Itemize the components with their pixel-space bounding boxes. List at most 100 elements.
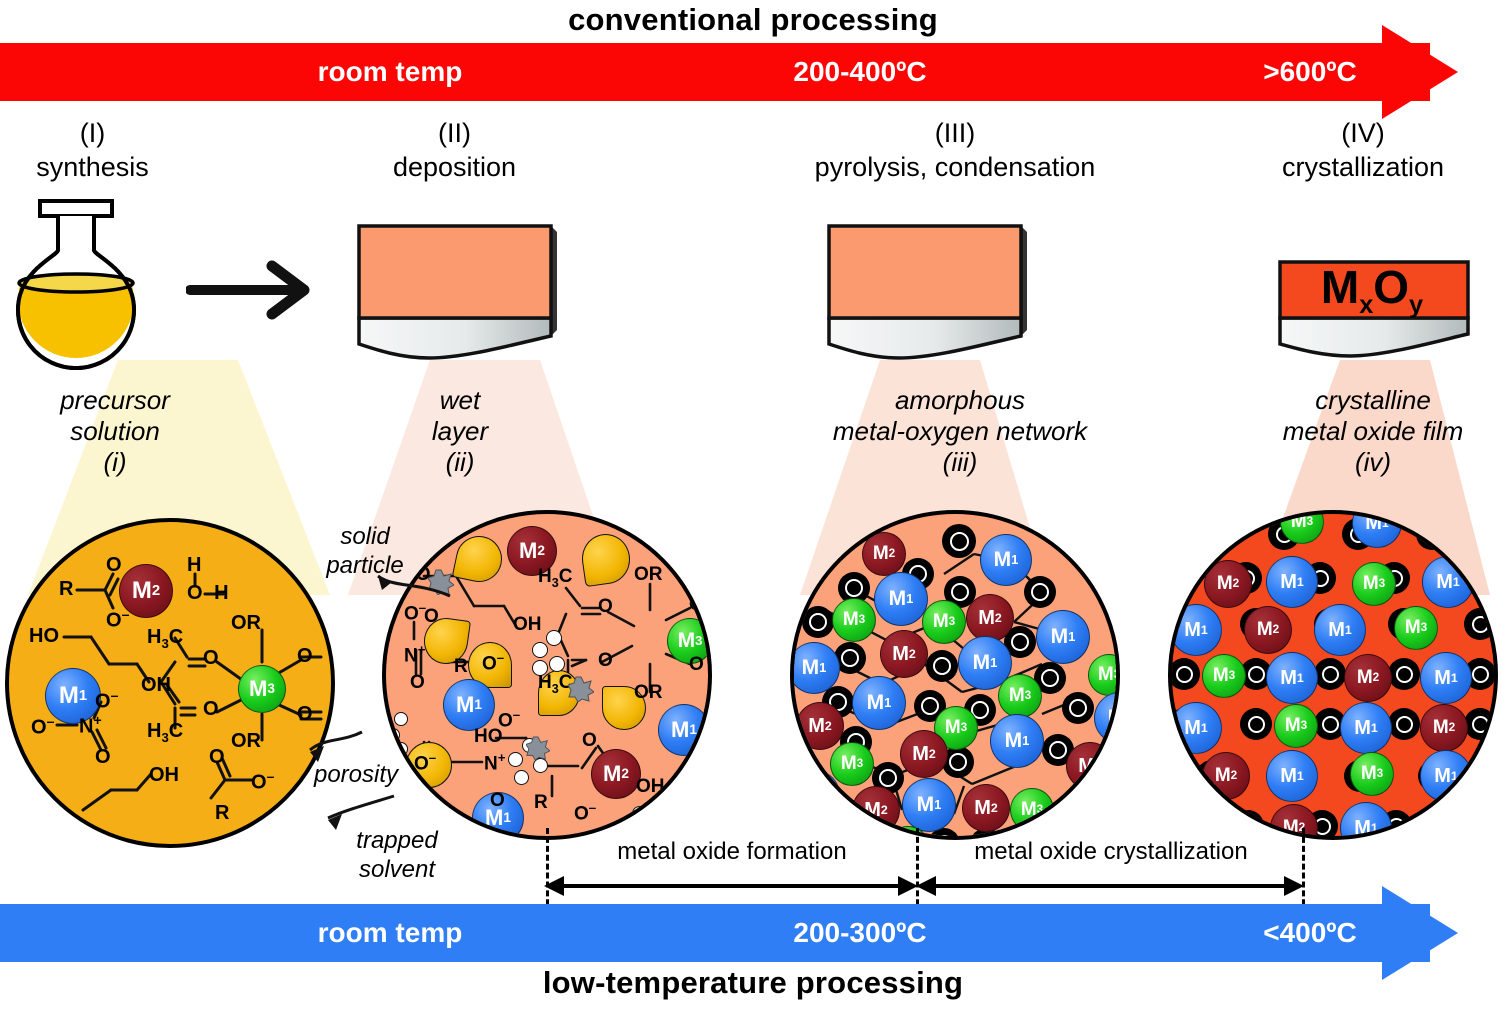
sphere-sub: 3 <box>267 681 275 697</box>
sphere-sub: 1 <box>689 722 697 738</box>
pore-bubble <box>508 752 523 767</box>
sphere-sub: 1 <box>474 697 482 713</box>
sphere-label: M <box>1008 685 1025 706</box>
pore-bubble <box>394 742 408 756</box>
sphere-label: M <box>485 805 504 830</box>
chem-H3C-2a: H3C <box>538 566 573 590</box>
sphere-label: M <box>866 691 885 714</box>
chem-OR-2: OR <box>231 730 261 752</box>
sphere-label: M <box>972 651 991 674</box>
chem-Ominus-2d: O– <box>414 750 437 775</box>
chem-O-2b: O <box>410 672 425 693</box>
chem-skeleton-1 <box>55 572 323 812</box>
caption-2-line1: wet <box>439 385 481 415</box>
sphere-label: M <box>1184 716 1201 739</box>
sphere-sub: 3 <box>856 757 864 771</box>
sphere-sub: 1 <box>1370 820 1378 835</box>
sphere-sub: 2 <box>888 547 896 561</box>
sphere-label: M <box>1354 716 1371 739</box>
sphere-label: M <box>58 682 79 709</box>
pore-bubble <box>514 770 529 785</box>
solid-particle-icon <box>526 736 550 760</box>
caption-1-line2: solution <box>70 416 160 446</box>
chem-H3C-1: H3C <box>147 626 184 651</box>
caption-2-line2: layer <box>431 416 489 446</box>
sphere-label: M <box>1365 511 1382 534</box>
sphere-sub: 2 <box>1372 671 1380 685</box>
sphere-sub: 2 <box>1094 758 1102 773</box>
chem-Ominus-nitrate-2: O– <box>31 713 55 739</box>
measure-label-formation: metal oxide formation <box>617 838 847 865</box>
oxygen-node <box>1172 658 1200 690</box>
bottom-temp-label-2: 200-300ºC <box>793 917 927 948</box>
sphere-sub: 1 <box>1344 622 1352 637</box>
solvent-droplet <box>602 686 646 730</box>
sphere-label: M <box>1436 570 1453 593</box>
solid-particle-icon <box>568 676 594 702</box>
sphere-sub: 3 <box>858 613 866 627</box>
film-formula-y: y <box>1409 291 1424 320</box>
bottom-temp-label-3: <400ºC <box>1263 917 1357 948</box>
oxygen-node <box>834 642 866 674</box>
pore-bubble <box>648 800 663 815</box>
chem-Ominus-2a: O– <box>404 600 427 625</box>
sphere-label: M <box>993 548 1012 571</box>
sphere-label: M <box>1020 799 1037 820</box>
sphere-label: M <box>892 642 909 665</box>
annotation-leader-lines <box>309 574 451 830</box>
oxygen-node <box>1416 518 1448 550</box>
chem-O-2f: O <box>689 654 704 675</box>
caption-4-line1: crystalline <box>1315 385 1431 415</box>
sphere-sub: 1 <box>1200 720 1208 735</box>
stage-2-name: deposition <box>392 152 517 182</box>
annotation-trapped-l1: trapped <box>356 827 438 854</box>
caption-2-roman: (ii) <box>445 447 475 477</box>
sphere-label: M <box>671 717 690 742</box>
bottom-temp-label-1: room temp <box>317 917 463 948</box>
top-temp-label-2: 200-400ºC <box>793 56 927 87</box>
sphere-sub: 3 <box>1454 815 1462 829</box>
chem-O-water: O H <box>187 582 229 604</box>
sphere-sub: 2 <box>928 746 936 761</box>
conventional-processing-arrow: room temp 200-400ºC >600ºC <box>0 25 1506 119</box>
chem-O-right-2: O <box>297 703 313 725</box>
sphere-label: M <box>842 609 859 630</box>
sphere-sub: 1 <box>934 797 942 813</box>
sphere-sub: 2 <box>1272 623 1280 637</box>
sphere-label: M <box>677 629 696 652</box>
sphere-sub: 3 <box>1228 669 1236 683</box>
crystalline-film-stack-4 <box>1278 260 1470 358</box>
solvent-droplet <box>406 742 452 788</box>
sphere-sub: 2 <box>824 718 832 733</box>
sphere-sub: 1 <box>1381 515 1389 530</box>
sphere-label: M <box>1097 664 1114 685</box>
sphere-sub: 1 <box>1450 768 1458 783</box>
sphere-sub: 2 <box>1230 769 1238 783</box>
chem-HO-1: HO <box>29 625 59 647</box>
sphere-label: M <box>1078 754 1095 777</box>
pore-bubble <box>632 806 647 821</box>
sphere-sub: 1 <box>503 810 511 826</box>
chem-Ominus-2b: O– <box>482 650 505 675</box>
sphere-label: M <box>1404 617 1421 638</box>
oxygen-node <box>1314 658 1346 690</box>
sphere-label: M <box>1280 666 1297 689</box>
sphere-sub: 3 <box>695 633 703 649</box>
